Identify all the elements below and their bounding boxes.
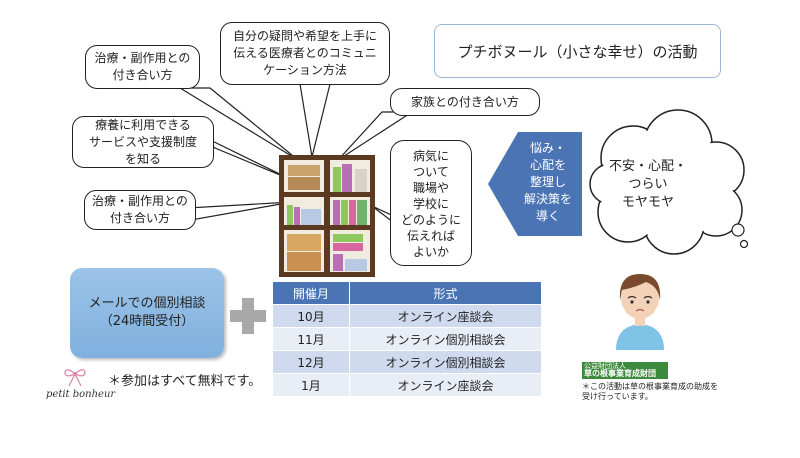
cell-format: オンライン個別相談会 <box>349 327 542 351</box>
speech-line: ついて <box>413 165 449 179</box>
ribbon-icon <box>64 369 86 387</box>
arrow-shape <box>488 132 582 236</box>
cloud-line: モヤモヤ <box>621 195 674 210</box>
table-row: 10月 オンライン座談会 <box>272 304 542 328</box>
logo-text: petit bonheur <box>46 389 116 400</box>
cloud-text: 不安・心配・ つらい モヤモヤ <box>608 158 688 212</box>
free-participation-note: ＊参加はすべて無料です。 <box>108 374 262 389</box>
workplace-text: 病気に ついて 職場や 学校に どのように 伝えれば よいか <box>394 148 468 260</box>
bookshelf-icon <box>279 155 375 277</box>
bubble-family: 家族との付き合い方 <box>390 88 540 116</box>
bubble-line: 治療・副作用との <box>92 194 188 208</box>
cloud-line: 不安・心配・ <box>608 159 687 174</box>
speech-line: 学校に <box>412 197 449 211</box>
cell-month: 10月 <box>272 304 350 328</box>
bubble-line: ケーション方法 <box>263 63 347 77</box>
cell-month: 1月 <box>272 373 350 397</box>
worried-person-icon <box>616 274 664 350</box>
speech-line: どのように <box>400 213 461 227</box>
cell-format: オンライン座談会 <box>349 304 542 328</box>
bubble-communication: 自分の疑問や希望を上手に 伝える医療者とのコミュニ ケーション方法 <box>220 22 390 85</box>
bubble-line: 付き合い方 <box>109 211 170 225</box>
bubble-line: 治療・副作用との <box>94 51 191 65</box>
bubble-line: 伝える医療者とのコミュニ <box>233 46 377 60</box>
arrow-line: 導く <box>535 209 560 223</box>
table-header-row: 開催月 形式 <box>272 281 542 305</box>
table-row: 12月 オンライン個別相談会 <box>272 350 542 374</box>
bubble-workplace <box>390 140 472 266</box>
arrow-line: 整理し <box>529 175 566 189</box>
schedule-table: 開催月 形式 10月 オンライン座談会 11月 オンライン個別相談会 12月 オ… <box>272 281 542 397</box>
table-row: 11月 オンライン個別相談会 <box>272 327 542 351</box>
bubble-line: 療養に利用できる <box>95 117 191 132</box>
header-format: 形式 <box>349 281 542 305</box>
org-badge: 公益財団法人 草の根事業育成財団 <box>582 362 668 379</box>
org-note-line: 受け行っています。 <box>582 392 653 401</box>
bubble-treatment-bottom: 治療・副作用との 付き合い方 <box>84 190 196 230</box>
arrow-text: 悩み・ 心配を 整理し 解決策を 導く <box>518 140 578 225</box>
bubble-line: サービスや支援制度 <box>88 134 197 149</box>
bubble-line: 自分の疑問や希望を上手に <box>232 29 377 43</box>
bubble-line: 家族との付き合い方 <box>411 94 519 109</box>
speech-line: 病気に <box>412 149 449 163</box>
header-month: 開催月 <box>272 281 350 305</box>
email-consultation-box: メールでの個別相談 （24時間受付） <box>70 268 224 358</box>
cell-month: 12月 <box>272 350 350 374</box>
org-grant-note: ＊この活動は草の根事業育成の助成を 受け行っています。 <box>582 382 742 402</box>
arrow-line: 心配を <box>529 158 566 172</box>
speech-line: よいか <box>412 245 449 259</box>
email-box-line: （24時間受付） <box>99 314 195 329</box>
cloud-line: つらい <box>628 177 668 192</box>
org-note-line: ＊この活動は草の根事業育成の助成を <box>582 382 718 391</box>
page-title: プチボヌール（小さな幸せ）の活動 <box>434 24 721 78</box>
cloud-shape <box>589 109 748 255</box>
speech-line: 職場や <box>412 181 449 195</box>
arrow-line: 悩み・ <box>529 141 566 155</box>
bubble-treatment-top: 治療・副作用との 付き合い方 <box>85 45 200 89</box>
bubble-line: 付き合い方 <box>112 68 173 82</box>
cell-format: オンライン個別相談会 <box>349 350 542 374</box>
bubble-line: を知る <box>124 151 161 166</box>
email-box-line: メールでの個別相談 <box>88 296 206 311</box>
arrow-line: 解決策を <box>523 192 572 206</box>
cell-format: オンライン座談会 <box>349 373 542 397</box>
org-small-label: 公益財団法人 <box>584 362 626 370</box>
cell-month: 11月 <box>272 327 350 351</box>
org-name: 草の根事業育成財団 <box>584 369 656 378</box>
plus-icon <box>230 298 266 334</box>
bubble-services: 療養に利用できる サービスや支援制度 を知る <box>72 116 214 168</box>
speech-line: 伝えれば <box>406 229 455 243</box>
table-row: 1月 オンライン座談会 <box>272 373 542 397</box>
